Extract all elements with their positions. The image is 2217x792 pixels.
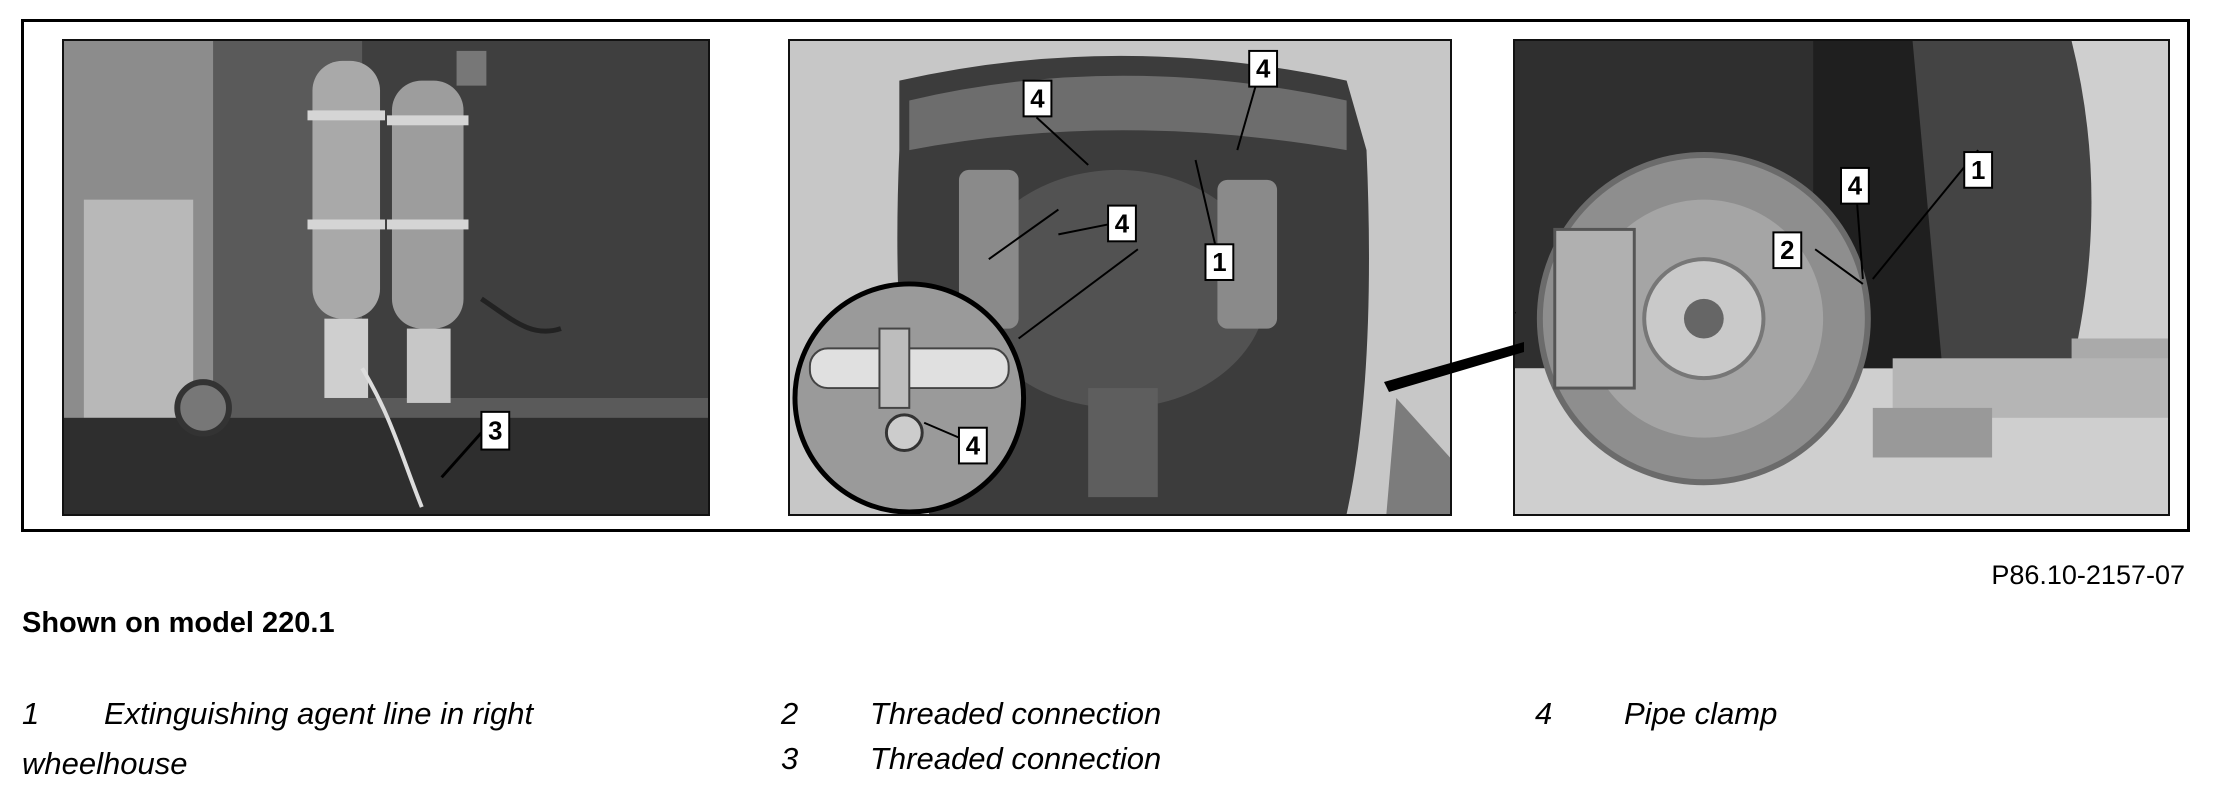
legend-number: 3	[781, 741, 799, 776]
callout-label: 4	[966, 433, 981, 461]
photo-extinguisher-bottles: 3	[62, 39, 710, 516]
connector-line	[1384, 342, 1524, 392]
callout-label: 4	[1256, 56, 1271, 84]
photo-right-wheelhouse: 4 1 2	[1513, 39, 2170, 516]
photo-underbody-rear: 4 4 4 1 4	[788, 39, 1452, 516]
callout-label: 4	[1115, 210, 1130, 238]
callout-label: 3	[488, 418, 502, 446]
legend-text: Threaded connection	[870, 741, 1162, 776]
callout-label: 4	[1848, 173, 1863, 201]
legend-text: Extinguishing agent line in right	[104, 696, 534, 731]
caption-shown-on: Shown on model 220.1	[22, 607, 335, 639]
legend-text: Threaded connection	[870, 696, 1162, 731]
legend-text-continued: wheelhouse	[22, 746, 188, 781]
callout-label: 1	[1212, 249, 1226, 277]
legend-text: Pipe clamp	[1624, 696, 1778, 731]
legend-number: 1	[22, 696, 40, 731]
figure-id: P86.10-2157-07	[1991, 560, 2185, 590]
figure-frame: 3 4	[21, 19, 2190, 532]
legend-number: 4	[1535, 696, 1553, 731]
legend-number: 2	[781, 696, 799, 731]
callout-label: 2	[1780, 237, 1794, 265]
callout-label: 1	[1971, 157, 1985, 185]
callout-label: 4	[1030, 85, 1045, 113]
